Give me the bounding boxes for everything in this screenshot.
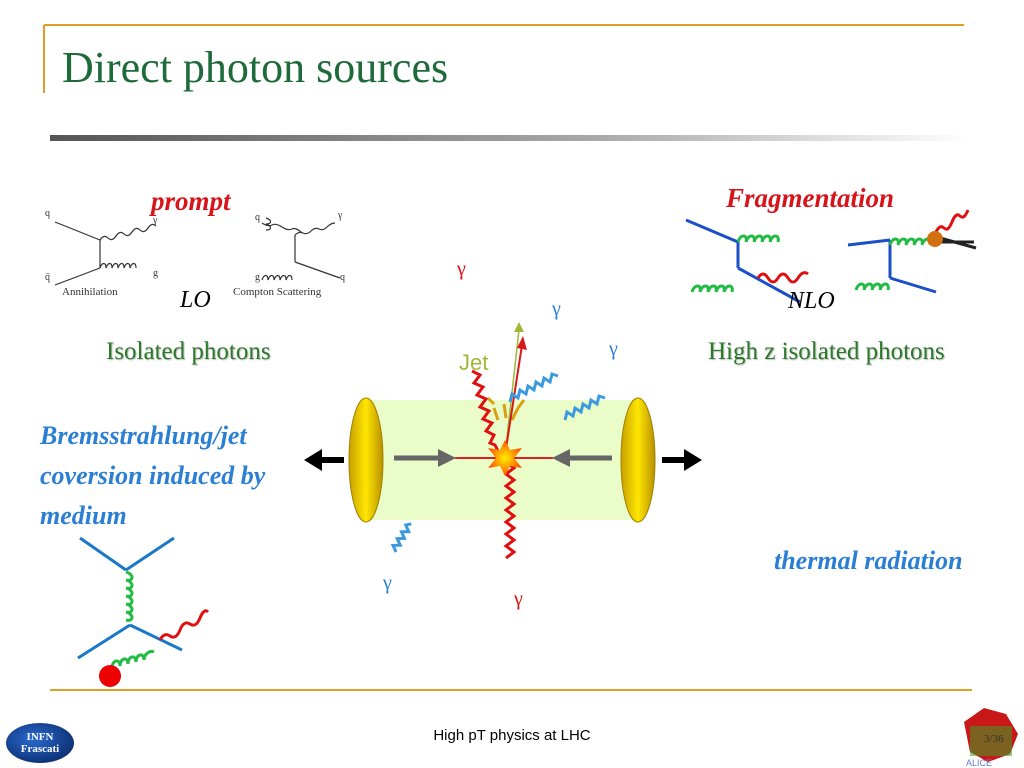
fragmentation-label: Fragmentation bbox=[726, 183, 895, 213]
annihilation-caption: Annihilation bbox=[62, 286, 118, 298]
jet-label: Jet bbox=[459, 350, 489, 375]
annihilation-q-label: q bbox=[45, 208, 50, 219]
infn-logo-text: INFN Frascati bbox=[14, 731, 66, 755]
page-number: 3/36 bbox=[984, 733, 1004, 745]
gamma-right: γ bbox=[609, 338, 618, 360]
bremsstrahlung-line1: Bremsstrahlung/jet bbox=[40, 421, 247, 450]
title-underline bbox=[50, 135, 970, 141]
infn-logo-line1: INFN bbox=[26, 731, 54, 743]
collision-burst bbox=[488, 440, 522, 476]
annihilation-g-label: g bbox=[153, 268, 158, 279]
gamma-bottom: γ bbox=[514, 588, 523, 610]
corner-badge: ALICE bbox=[964, 708, 1018, 768]
bremsstrahlung-line3: medium bbox=[40, 501, 127, 530]
infn-logo bbox=[6, 723, 74, 763]
compton-q-out-label: q bbox=[340, 272, 345, 283]
photon-wave-red-down bbox=[503, 460, 517, 560]
gamma-top-left: γ bbox=[457, 258, 466, 280]
isolated-photons-caption: Isolated photons bbox=[106, 338, 271, 365]
beam-arrows bbox=[304, 449, 702, 471]
compton-q-in-label: q bbox=[255, 212, 260, 223]
gamma-top-mid: γ bbox=[552, 298, 561, 320]
compton-g-label: g bbox=[255, 272, 260, 283]
gamma-bottom-left: γ bbox=[383, 572, 392, 594]
photon-wave-red-up bbox=[471, 369, 502, 456]
footer-text: High pT physics at LHC bbox=[433, 727, 591, 744]
prompt-label: prompt bbox=[151, 186, 231, 216]
bremsstrahlung-line2: coversion induced by bbox=[40, 461, 266, 490]
photon-wave-blue bbox=[390, 372, 606, 553]
high-z-caption: High z isolated photons bbox=[708, 338, 945, 365]
annihilation-diagram bbox=[54, 221, 157, 286]
svg-text:ALICE: ALICE bbox=[966, 758, 992, 768]
fragmentation-diagram-right bbox=[847, 209, 977, 294]
slide-title: Direct photon sources bbox=[62, 43, 449, 92]
fragmentation-diagram-left bbox=[685, 218, 809, 304]
compton-diagram bbox=[261, 217, 341, 281]
lo-label: LO bbox=[180, 287, 211, 313]
compton-caption: Compton Scattering bbox=[233, 286, 322, 298]
bremsstrahlung-diagram bbox=[77, 536, 210, 687]
bremsstrahlung-text: Bremsstrahlung/jet coversion induced by … bbox=[40, 416, 265, 536]
annihilation-gamma-label: γ bbox=[153, 215, 158, 226]
compton-gamma-label: γ bbox=[338, 210, 343, 221]
annihilation-qbar-label: q̄ bbox=[45, 272, 50, 283]
nlo-label: NLO bbox=[788, 288, 835, 314]
thermal-radiation-label: thermal radiation bbox=[774, 546, 963, 575]
infn-logo-line2: Frascati bbox=[20, 743, 60, 755]
